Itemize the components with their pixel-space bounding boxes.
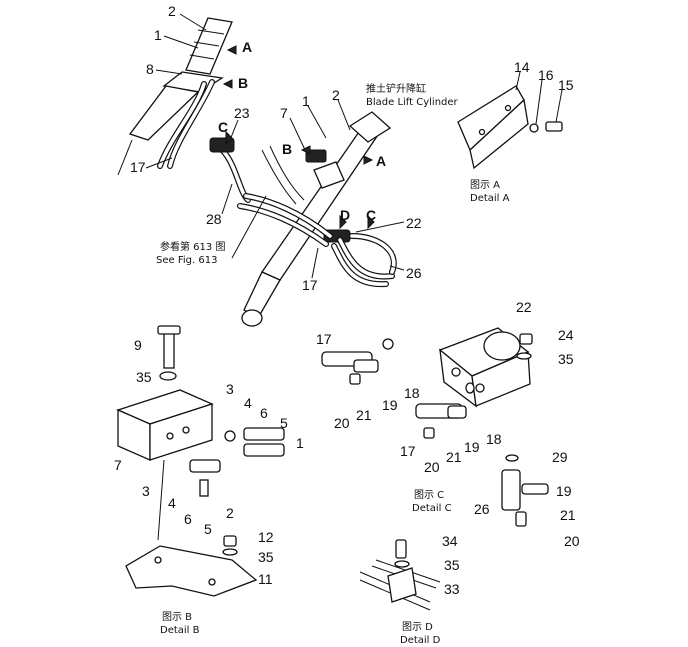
label-2-detail-b: 2 [226,505,234,521]
callout-arrows [222,45,375,230]
detail-b-caption-cn: 图示 B [162,611,192,623]
label-5-bottom: 5 [204,521,212,537]
label-33: 33 [444,581,460,597]
label-20-top: 20 [334,415,350,431]
detail-d-caption-cn: 图示 D [402,621,433,633]
label-5-top: 5 [280,415,288,431]
label-29: 29 [552,449,568,465]
arrow-letter-a-main: A [376,153,386,169]
label-1: 1 [154,27,162,43]
arrow-letter-a: A [242,39,252,55]
label-8: 8 [146,61,154,77]
label-21-bottom: 21 [446,449,462,465]
cylinder-caption-en: Blade Lift Cylinder [366,97,459,108]
main-hoses [237,145,397,288]
label-4-top: 4 [244,395,252,411]
label-22-main: 22 [406,215,422,231]
detail-c-caption-en: Detail C [412,503,452,514]
arrow-letter-d: D [340,207,350,223]
label-26-main: 26 [406,265,422,281]
label-23: 23 [234,105,250,121]
arrow-letter-b-main: B [282,141,292,157]
arrow-letter-c-main: C [366,207,376,223]
label-6-bottom: 6 [184,511,192,527]
captions: 推土铲升降缸 Blade Lift Cylinder 参看第 613 图 See… [156,82,510,646]
label-24: 24 [558,327,574,343]
label-16: 16 [538,67,554,83]
part-numbers: 2 1 8 17 23 28 2 1 7 22 17 26 14 16 15 9… [114,3,580,597]
label-17: 17 [130,159,146,175]
arrow-letter-b: B [238,75,248,91]
detail-b-caption-en: Detail B [160,625,200,636]
detail-a-caption-cn: 图示 A [470,179,500,191]
detail-d-caption-en: Detail D [400,635,441,646]
label-12: 12 [258,529,274,545]
label-2: 2 [168,3,176,19]
detail-a-caption-en: Detail A [470,193,510,204]
label-21-top: 21 [356,407,372,423]
label-35-detail-d: 35 [444,557,460,573]
blade-lift-cylinder [241,111,392,327]
cylinder-caption-cn: 推土铲升降缸 [366,82,426,95]
detail-c-caption-cn: 图示 C [414,489,444,501]
label-17-detail-c-bottom: 17 [400,443,416,459]
label-11: 11 [258,571,273,587]
label-20-bottom: 20 [424,459,440,475]
label-18-bottom: 18 [486,431,502,447]
label-18-top: 18 [404,385,420,401]
label-6-top: 6 [260,405,268,421]
label-34: 34 [442,533,458,549]
label-35: 35 [136,369,152,385]
label-3-bottom: 3 [142,483,150,499]
label-28: 28 [206,211,222,227]
label-17-main: 17 [302,277,318,293]
arrow-letter-c: C [218,119,228,135]
label-4-bottom: 4 [168,495,176,511]
detail-a-bracket [457,85,563,170]
label-9: 9 [134,337,142,353]
label-7-main: 7 [280,105,288,121]
label-26-detail-c: 26 [474,501,490,517]
label-14: 14 [514,59,530,75]
label-7-detail-b: 7 [114,457,122,473]
label-2-main: 2 [332,87,340,103]
label-22-detail-c: 22 [516,299,532,315]
label-3-top: 3 [226,381,234,397]
label-19-top: 19 [382,397,398,413]
label-19-bottom: 19 [464,439,480,455]
label-1-detail-b: 1 [296,435,304,451]
label-19-detail-c: 19 [556,483,572,499]
label-20-detail-c: 20 [564,533,580,549]
see-fig-cn: 参看第 613 图 [160,240,225,253]
label-35-detail-c: 35 [558,351,574,367]
label-35-detail-b: 35 [258,549,274,565]
see-fig-en: See Fig. 613 [156,255,217,266]
detail-b-assembly [116,325,285,597]
detail-c-assembly [321,327,549,527]
label-17-detail-c-top: 17 [316,331,332,347]
label-21-detail-c: 21 [560,507,576,523]
label-15: 15 [558,77,574,93]
label-1-main: 1 [302,93,310,109]
detail-d-clamp [359,539,441,611]
